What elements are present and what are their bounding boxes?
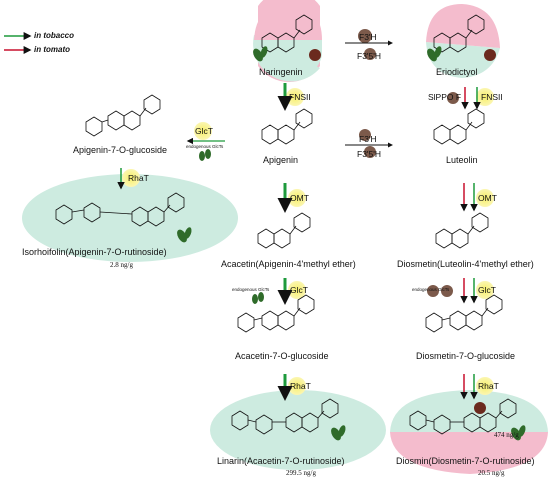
legend-tobacco-label: in tobacco: [34, 31, 75, 40]
eriodictyol-label: Eriodictyol: [436, 67, 478, 77]
diosmetin-glucoside-label: Diosmetin-7-O-glucoside: [416, 351, 516, 361]
rhat-bottom-left-enzyme-label: RhaT: [290, 381, 311, 391]
fns-enzyme-label: FNSII: [289, 92, 311, 102]
isorhoifolin-concentration: 2.8 ng/g: [110, 261, 133, 269]
luteolin-label: Luteolin: [446, 155, 478, 165]
hydroxylation-arrows: [345, 40, 393, 148]
endogenous-glcts-note-c: endogenous GlcTs: [412, 287, 450, 292]
molecule-structures: [55, 14, 517, 435]
acacetin-label: Acacetin(Apigenin-4'methyl ether): [221, 259, 356, 269]
plant-icons: [177, 46, 526, 441]
f3h-enzyme-label-2: F3'H: [359, 134, 377, 144]
eriodictyol-backdrop: [426, 4, 500, 78]
tomato-enzyme-blobs: [358, 29, 459, 297]
f3h-enzyme-label: F3'H: [359, 32, 377, 42]
f35h-enzyme-label: F3'5'H: [357, 51, 382, 61]
linarin-backdrop: [210, 390, 386, 470]
isorhoifolin-label: Isorhoifolin(Apigenin-7-O-rutinoside): [22, 247, 167, 257]
legend-tomato-label: in tomato: [34, 45, 70, 54]
apigenin-label: Apigenin: [263, 155, 299, 165]
naringenin-backdrop: [253, 0, 322, 82]
enzyme-glows: [122, 88, 494, 395]
slppo-enzyme-label: SlPPO F: [428, 92, 462, 102]
diosmin-backdrop: [390, 390, 548, 474]
linarin-concentration: 299.5 ng/g: [286, 469, 316, 477]
diosmetin-label: Diosmetin(Luteolin-4'methyl ether): [397, 259, 534, 269]
omt-left-enzyme-label: OMT: [290, 193, 309, 203]
rhat-left-enzyme-label: RhaT: [128, 173, 149, 183]
endogenous-glcts-note-a: endogenous GlcTs: [186, 144, 224, 149]
endogenous-glcts-note-b: endogenous GlcTs: [232, 287, 270, 292]
glct-left-enzyme-label: GlcT: [290, 285, 308, 295]
apigenin-glucoside-label: Apigenin-7-O-glucoside: [73, 145, 168, 155]
diosmin-concentration-b: 20.5 ng/g: [478, 469, 505, 477]
rhat-bottom-right-enzyme-label: RhaT: [478, 381, 499, 391]
naringenin-label: Naringenin: [259, 67, 303, 77]
omt-right-enzyme-label: OMT: [478, 193, 497, 203]
diosmin-concentration-a: 474 ng/g: [494, 431, 519, 439]
fns-enzyme-label-2: FNSII: [481, 92, 503, 102]
acacetin-glucoside-label: Acacetin-7-O-glucoside: [235, 351, 329, 361]
f35h-enzyme-label-2: F3'5'H: [357, 149, 382, 159]
glct-right-enzyme-label: GlcT: [478, 285, 496, 295]
glct-side-enzyme-label: GlcT: [195, 126, 213, 136]
pathway-arrows: [117, 83, 481, 401]
diosmin-label: Diosmin(Diosmetin-7-O-rutinoside): [396, 456, 535, 466]
linarin-label: Linarin(Acacetin-7-O-rutinoside): [217, 456, 345, 466]
